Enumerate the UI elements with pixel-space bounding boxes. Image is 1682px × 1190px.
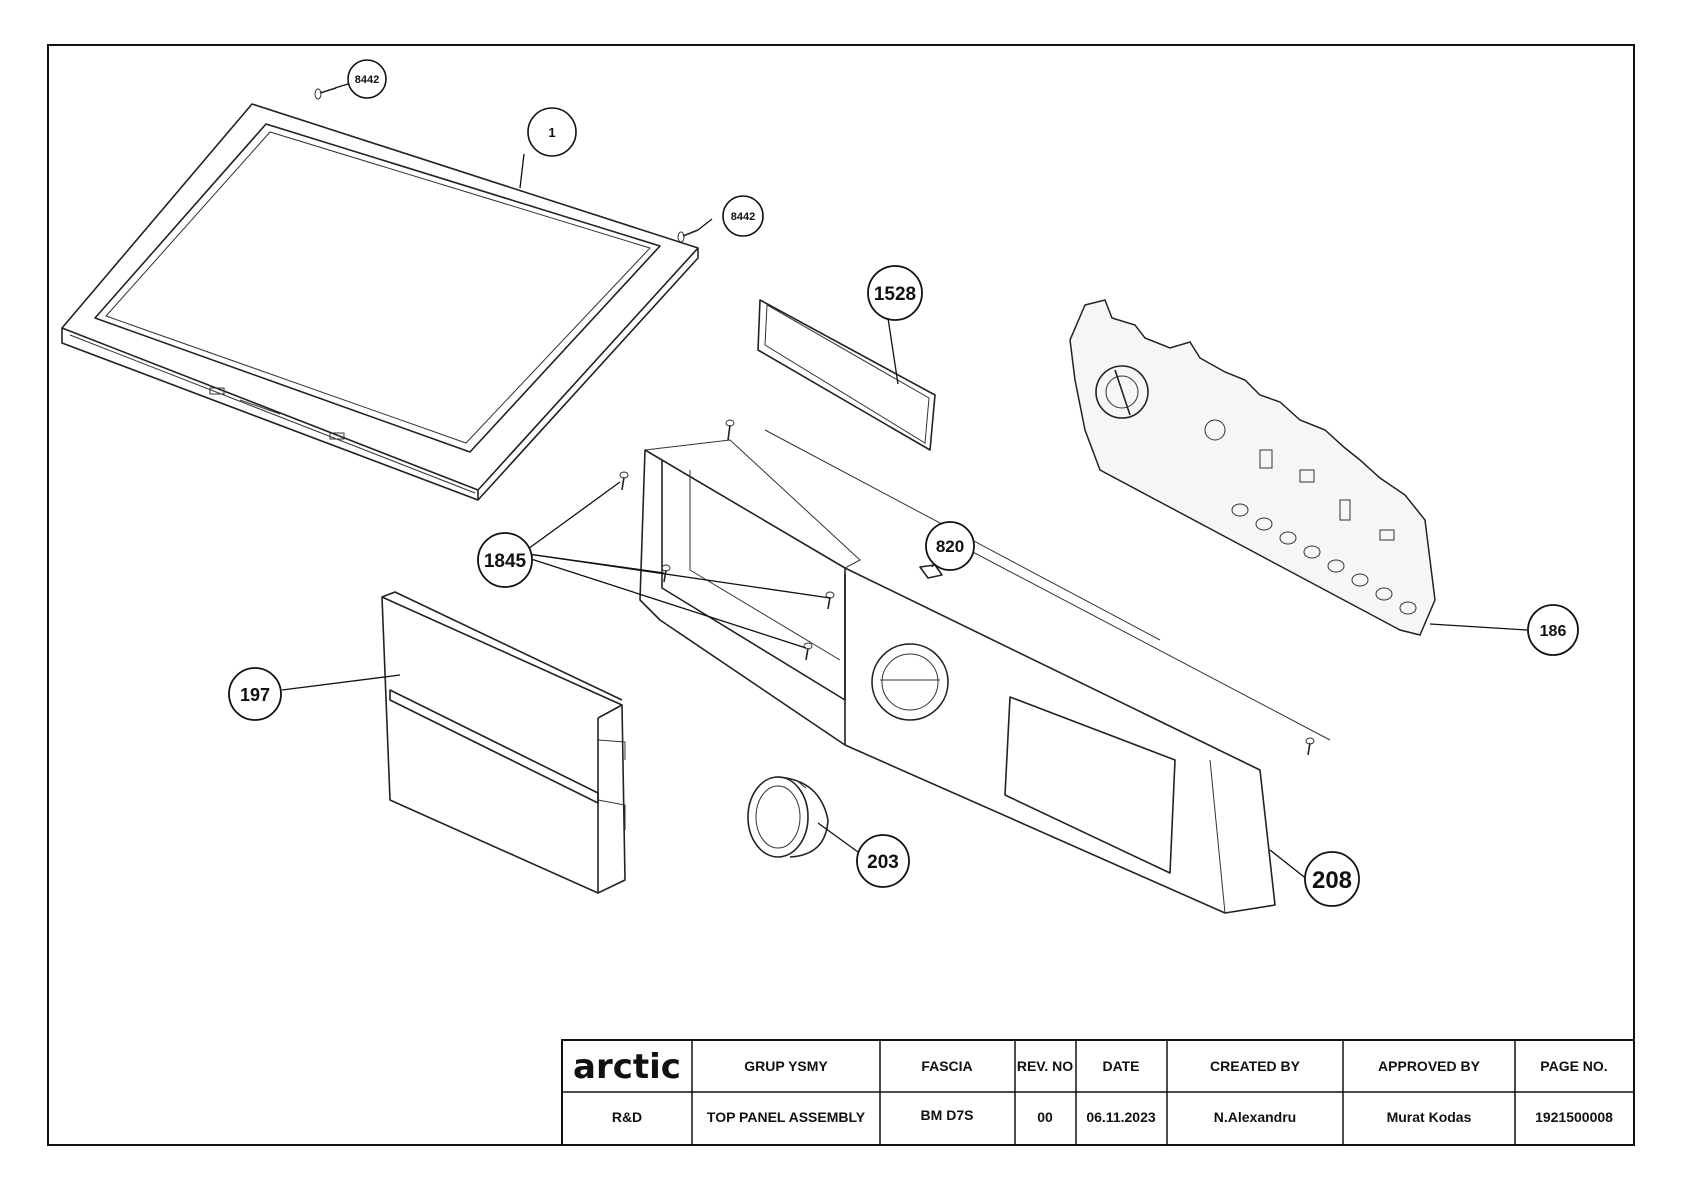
clip-820-part bbox=[919, 564, 943, 579]
created-by-value: N.Alexandru bbox=[1214, 1109, 1296, 1125]
balloon-1528-label: 1528 bbox=[874, 284, 916, 305]
page-no-label: PAGE NO. bbox=[1540, 1058, 1607, 1074]
knob-203-part bbox=[747, 776, 829, 858]
balloon-8442-top-label: 8442 bbox=[355, 74, 379, 86]
department-value: R&D bbox=[612, 1109, 642, 1125]
created-by-label: CREATED BY bbox=[1210, 1058, 1301, 1074]
date-label: DATE bbox=[1102, 1058, 1139, 1074]
part-label: FASCIA bbox=[921, 1058, 972, 1074]
balloon-208-label: 208 bbox=[1312, 867, 1352, 894]
balloon-820: 820 bbox=[925, 521, 975, 571]
balloon-208: 208 bbox=[1304, 851, 1360, 907]
rev-label: REV. NO bbox=[1017, 1058, 1073, 1074]
title-block: arctic GRUP YSMY FASCIA REV. NO DATE CRE… bbox=[561, 1039, 1635, 1146]
balloon-1845: 1845 bbox=[477, 532, 533, 588]
balloon-186-label: 186 bbox=[1540, 623, 1567, 640]
balloon-8442-right: 8442 bbox=[722, 195, 764, 237]
fascia-208-part bbox=[639, 439, 1276, 914]
screw-8442-top-part bbox=[314, 87, 337, 100]
balloon-820-label: 820 bbox=[936, 537, 964, 556]
balloon-1: 1 bbox=[527, 107, 577, 157]
arctic-logo: arctic bbox=[573, 1047, 681, 1087]
balloon-1528: 1528 bbox=[867, 265, 923, 321]
leader-lines bbox=[281, 83, 1528, 881]
page-no-value: 1921500008 bbox=[1535, 1109, 1613, 1125]
approved-by-label: APPROVED BY bbox=[1378, 1058, 1481, 1074]
balloon-197: 197 bbox=[228, 667, 282, 721]
revision-value: 00 bbox=[1037, 1109, 1053, 1125]
balloon-8442-right-label: 8442 bbox=[731, 211, 755, 223]
date-value: 06.11.2023 bbox=[1086, 1109, 1156, 1125]
balloon-197-label: 197 bbox=[240, 685, 270, 705]
screw-8442-right-part bbox=[677, 229, 699, 243]
top-panel-part bbox=[61, 103, 699, 501]
balloon-203-label: 203 bbox=[867, 852, 899, 873]
balloon-203: 203 bbox=[856, 834, 910, 888]
balloon-1845-label: 1845 bbox=[484, 551, 527, 572]
pcb-186-part bbox=[1069, 299, 1436, 636]
model-value: BM D7S bbox=[921, 1107, 974, 1123]
balloon-8442-top: 8442 bbox=[347, 59, 387, 99]
pcb-buttons bbox=[1231, 503, 1417, 615]
balloon-1-label: 1 bbox=[548, 125, 555, 140]
group-label: GRUP YSMY bbox=[744, 1058, 828, 1074]
approved-by-value: Murat Kodas bbox=[1387, 1109, 1472, 1125]
assembly-value: TOP PANEL ASSEMBLY bbox=[707, 1109, 866, 1125]
drawer-handle-197-part bbox=[381, 591, 626, 894]
balloon-186: 186 bbox=[1527, 604, 1579, 656]
gasket-1528-part bbox=[757, 299, 936, 451]
